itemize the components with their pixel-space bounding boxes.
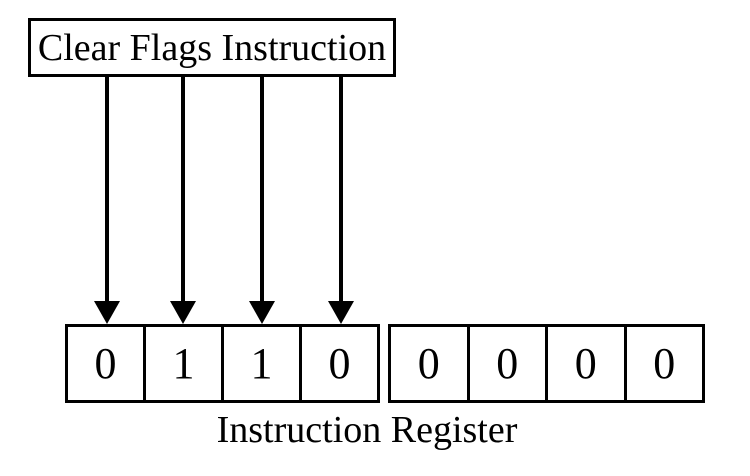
bit-value: 0: [94, 338, 117, 388]
bit-value: 0: [328, 338, 351, 388]
bit-value: 0: [496, 338, 519, 388]
register-cell: 0: [627, 327, 703, 400]
arrow-shaft: [260, 77, 264, 305]
arrow-connector: [94, 77, 120, 324]
arrow-connector: [328, 77, 354, 324]
arrow-down-icon: [328, 301, 354, 324]
bit-value: 0: [574, 338, 597, 388]
register-cell: 0: [302, 327, 377, 400]
bit-value: 0: [417, 338, 440, 388]
bit-value: 0: [653, 338, 676, 388]
register-cell: 0: [470, 327, 548, 400]
clear-flags-instruction-label: Clear Flags Instruction: [37, 26, 387, 69]
arrow-connector: [249, 77, 275, 324]
arrow-down-icon: [249, 301, 275, 324]
arrow-shaft: [105, 77, 109, 305]
clear-flags-instruction-box: Clear Flags Instruction: [28, 18, 396, 77]
register-cell: 0: [68, 327, 146, 400]
arrow-shaft: [339, 77, 343, 305]
arrow-down-icon: [170, 301, 196, 324]
bit-value: 1: [250, 338, 273, 388]
register-cell: 0: [548, 327, 627, 400]
register-group-low-bits: 0 0 0 0: [388, 324, 705, 403]
register-cell: 0: [391, 327, 470, 400]
register-group-high-bits: 0 1 1 0: [65, 324, 380, 403]
register-cell: 1: [224, 327, 302, 400]
register-cell: 1: [146, 327, 224, 400]
arrow-shaft: [181, 77, 185, 305]
arrow-connector: [170, 77, 196, 324]
register-label: Instruction Register: [216, 409, 518, 451]
arrow-down-icon: [94, 301, 120, 324]
bit-value: 1: [172, 338, 195, 388]
